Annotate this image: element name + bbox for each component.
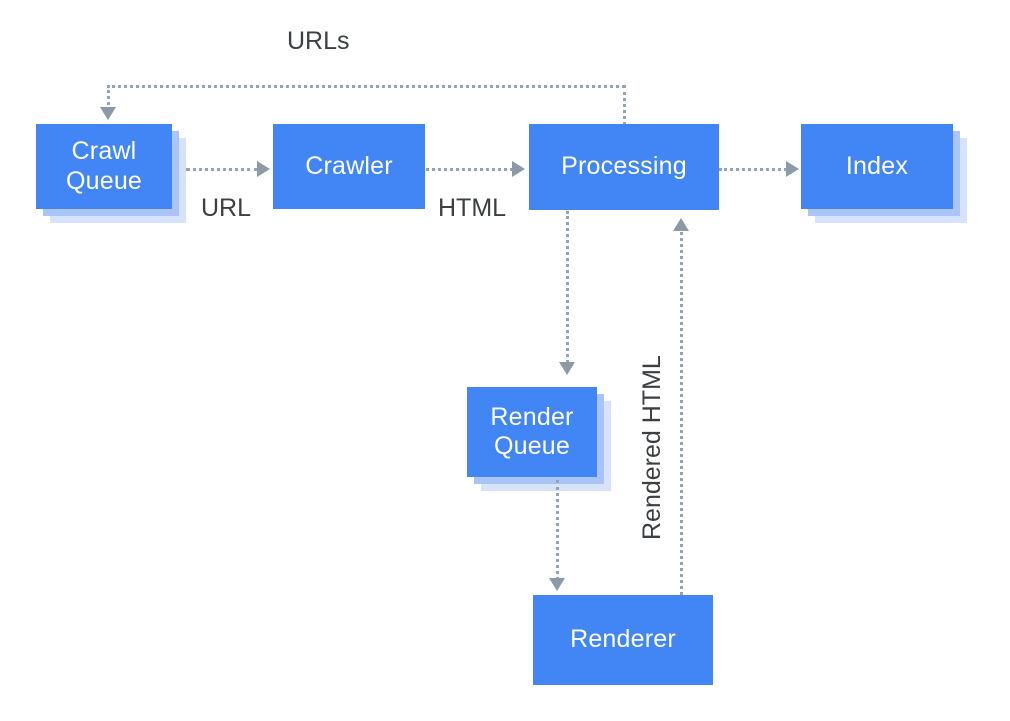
connector-processing-to-render-queue [566,211,569,363]
node-crawler[interactable]: Crawler [273,124,425,209]
node-render-queue[interactable]: Render Queue [467,387,597,477]
arrowhead-urls-to-crawl-queue [100,107,116,120]
edge-label-urls: URLs [287,27,350,55]
node-processing[interactable]: Processing [529,124,719,210]
node-index-label: Index [845,151,909,180]
node-render-queue-label: Render Queue [490,402,574,461]
node-crawl-queue[interactable]: Crawl Queue [36,124,172,209]
arrowhead-url-to-crawler [257,161,270,177]
connector-rendered-html [680,232,683,595]
connector-render-queue-to-renderer [556,480,559,580]
node-renderer[interactable]: Renderer [533,595,713,685]
node-index[interactable]: Index [801,124,953,209]
connector-html [426,168,513,171]
arrowhead-processing-to-index [786,161,799,177]
arrowhead-processing-to-render-queue [559,362,575,375]
arrowhead-rendered-html-to-processing [673,218,689,231]
arrowhead-render-queue-to-renderer [549,578,565,591]
node-renderer-label: Renderer [570,625,676,654]
arrowhead-html-to-processing [512,161,525,177]
node-crawler-label: Crawler [305,151,393,180]
node-crawl-queue-label: Crawl Queue [65,137,143,195]
connector-processing-to-index [719,168,787,171]
connector-urls-vertical-left [107,85,110,110]
connector-urls-vertical-right [623,85,626,125]
edge-label-html: HTML [438,194,507,222]
node-processing-label: Processing [561,152,687,181]
edge-label-rendered-html: Rendered HTML [638,355,666,540]
connector-urls-horizontal [107,85,625,88]
connector-url [186,168,258,171]
edge-label-url: URL [201,194,252,222]
